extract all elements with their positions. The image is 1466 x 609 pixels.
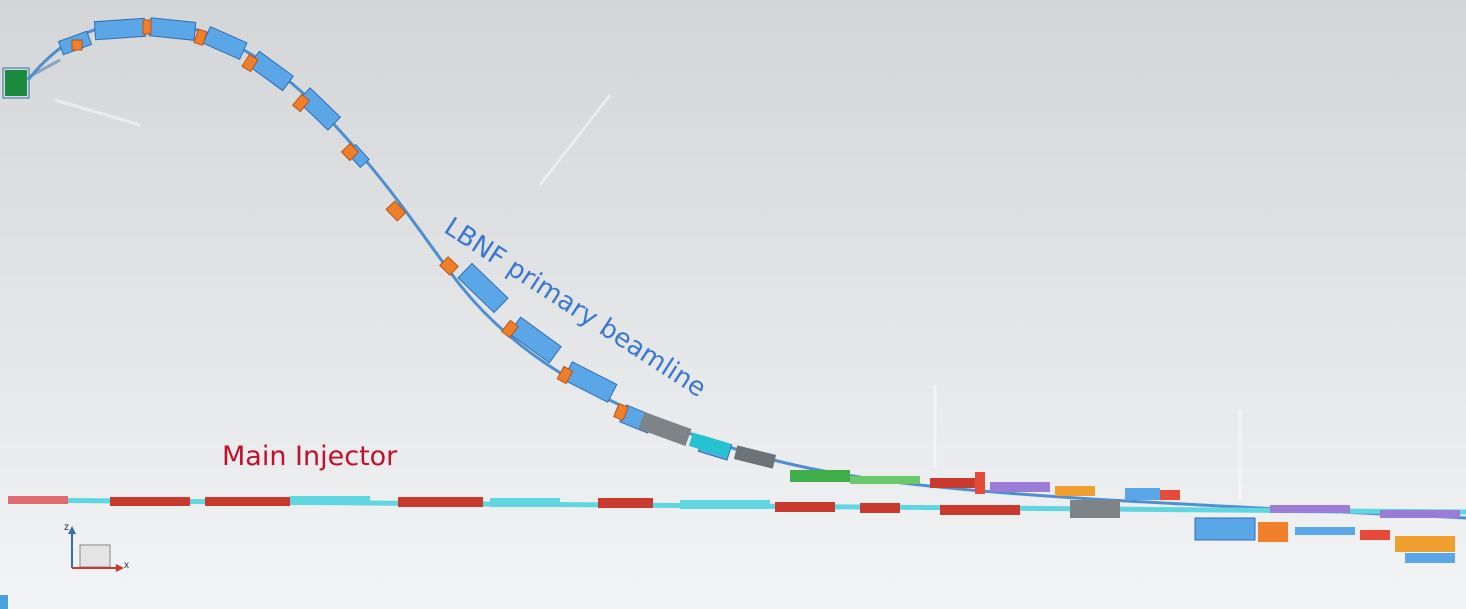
- main-injector-label: Main Injector: [222, 441, 398, 472]
- leader-arrow-top: [538, 94, 612, 186]
- axis-x-label: x: [124, 560, 129, 571]
- equipment-cluster: [790, 470, 1460, 563]
- leader-arrow-left: [54, 98, 141, 127]
- faded-leaders: [54, 94, 1242, 500]
- upstream-block-frame: [2, 67, 30, 99]
- main-injector-ring: [7, 496, 1466, 515]
- beamline-gray-section: [638, 411, 692, 447]
- beamline-magnets: [57, 17, 733, 461]
- beamline-gray-section-2: [733, 445, 777, 469]
- axis-triad: [68, 526, 124, 572]
- axis-z-label: z: [64, 522, 69, 533]
- beamline-teal-section: [688, 432, 732, 458]
- upstream-block: [5, 70, 27, 96]
- beamline-quadrupoles: [71, 19, 629, 422]
- slide-edge-marker: [0, 595, 8, 609]
